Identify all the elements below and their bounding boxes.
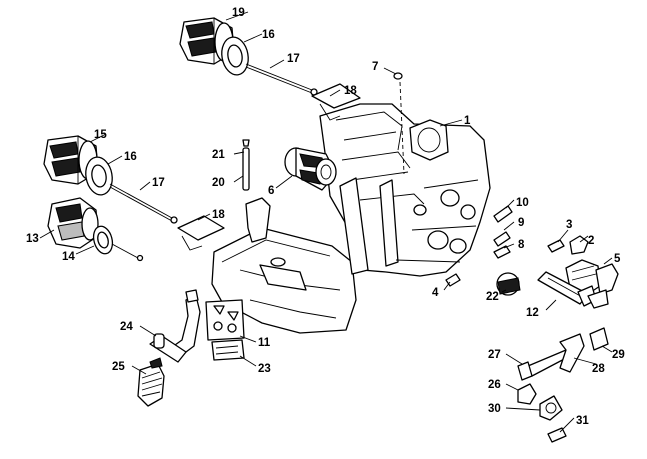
callout-7: 7 — [372, 61, 378, 73]
callout-labels: 19 16 17 18 7 1 15 16 17 18 21 20 6 13 1… — [26, 7, 625, 427]
callout-11: 11 — [258, 337, 271, 349]
callout-3: 3 — [566, 219, 572, 231]
warning-labels — [205, 299, 245, 361]
callout-17-top: 17 — [287, 53, 300, 65]
anti-vibration-element — [284, 147, 337, 191]
callout-16-mid: 16 — [124, 151, 137, 163]
plug-and-bolt — [496, 271, 609, 309]
fuel-hose-and-filter — [137, 289, 201, 407]
callout-25: 25 — [112, 361, 125, 373]
bottom-hardware — [517, 327, 609, 443]
callout-13: 13 — [26, 233, 39, 245]
callout-12: 12 — [526, 307, 539, 319]
small-bushing — [393, 72, 403, 80]
callout-6: 6 — [268, 185, 274, 197]
callout-29: 29 — [612, 349, 625, 361]
callout-10: 10 — [516, 197, 529, 209]
pin-and-screw — [242, 139, 250, 191]
crankcase-housing — [211, 81, 491, 334]
callout-2: 2 — [588, 235, 594, 247]
callout-31: 31 — [576, 415, 589, 427]
callout-16-top: 16 — [262, 29, 275, 41]
callout-27: 27 — [488, 349, 501, 361]
pawl-assembly-top — [179, 17, 361, 121]
callout-9: 9 — [518, 217, 524, 229]
starter-pulley-assembly — [47, 197, 144, 262]
callout-30: 30 — [488, 403, 501, 415]
callout-20: 23 — [258, 363, 271, 375]
callout-15: 15 — [94, 129, 107, 141]
callout-1: 1 — [464, 115, 471, 127]
callout-22: 20 — [212, 177, 225, 189]
callout-21: 22 — [486, 291, 499, 303]
callout-17-mid: 17 — [152, 177, 165, 189]
callout-26: 26 — [488, 379, 501, 391]
callout-8: 8 — [518, 239, 525, 251]
callout-18-top: 18 — [344, 85, 357, 97]
callout-4: 4 — [432, 287, 439, 299]
callout-24: 24 — [120, 321, 133, 333]
callout-23: 21 — [212, 149, 225, 161]
pawl-assembly-middle — [43, 135, 225, 251]
callout-19: 19 — [232, 7, 245, 19]
tensioner-parts — [547, 235, 619, 295]
callout-14: 14 — [62, 251, 75, 263]
callout-28: 28 — [592, 363, 605, 375]
callout-18-mid: 18 — [212, 209, 225, 221]
leader-lines — [39, 11, 613, 433]
callout-5: 5 — [614, 253, 621, 265]
